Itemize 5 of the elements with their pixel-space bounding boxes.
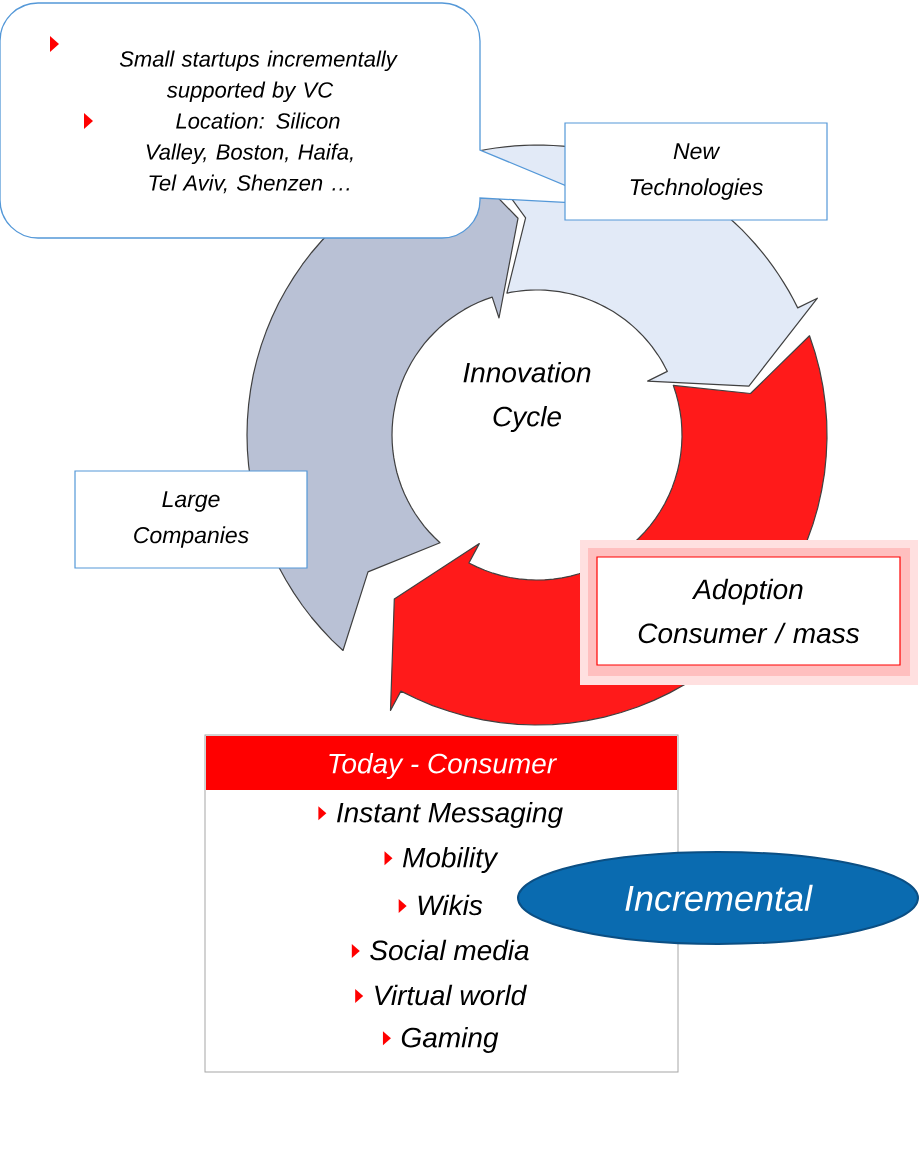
label-box: Large Companies [74,470,308,569]
center-label: Innovation Cycle [463,361,591,433]
label-box: Adoption Consumer / mass [580,540,918,685]
oval-badge: Incremental [517,851,919,945]
label-box: New Technologies [564,122,828,221]
